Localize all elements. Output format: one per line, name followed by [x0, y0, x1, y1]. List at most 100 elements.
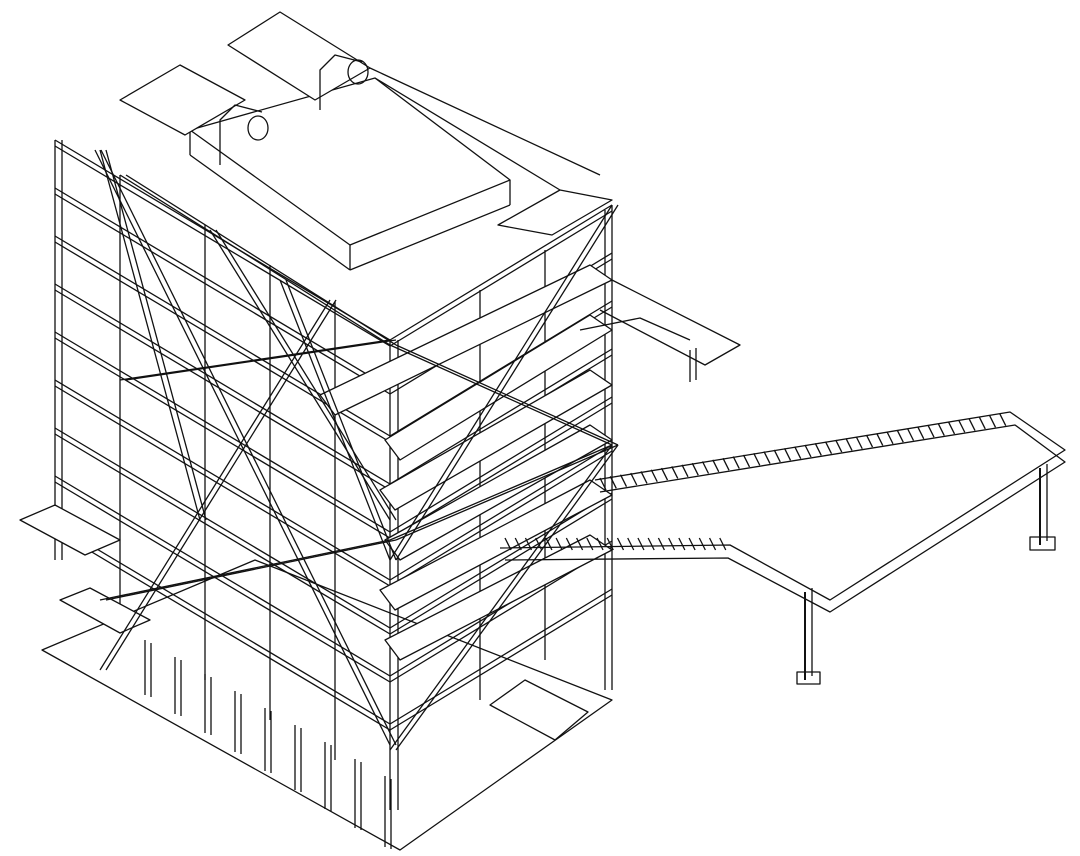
truss-web — [742, 454, 751, 468]
brace — [395, 444, 619, 751]
truss-web — [650, 469, 658, 483]
truss-web — [698, 537, 706, 551]
roof-rail — [374, 77, 561, 191]
truss-web — [794, 446, 802, 459]
ground-slab-outline — [41, 559, 613, 851]
exhaust-pipe-1 — [219, 104, 263, 165]
floor-beam-front — [54, 337, 391, 539]
roof-edge — [349, 204, 511, 271]
brace — [94, 149, 391, 746]
floor-beam-front — [54, 379, 391, 581]
brace — [389, 204, 613, 561]
floor-slab — [379, 479, 613, 611]
floor-beam-front — [54, 481, 391, 683]
truss-web — [845, 438, 853, 451]
brace — [99, 299, 331, 671]
floor-beam-front — [54, 193, 391, 395]
truss-web — [630, 472, 638, 486]
truss-web — [609, 476, 617, 489]
truss-web — [565, 537, 573, 551]
tower-frame — [19, 139, 613, 810]
floor-beam-side — [389, 498, 613, 635]
floor-beam-side — [389, 210, 613, 347]
floor-beam-front — [54, 145, 391, 347]
floor-beam-side — [389, 492, 613, 629]
brace — [279, 279, 391, 561]
truss-web — [657, 537, 665, 551]
truss-web — [514, 537, 522, 551]
truss-web — [586, 537, 594, 551]
truss-web — [660, 467, 669, 481]
truss-web — [681, 464, 689, 478]
pipe-opening — [247, 115, 269, 141]
truss-web — [978, 416, 986, 430]
brace — [389, 444, 613, 751]
floor-beam-front — [54, 427, 391, 629]
column-footing — [796, 671, 821, 685]
truss-web — [732, 456, 740, 469]
ground-pad — [489, 679, 589, 741]
truss-web — [947, 421, 956, 435]
truss-web — [917, 426, 925, 440]
roof-rail — [369, 67, 601, 176]
brace — [105, 539, 397, 601]
truss-web — [596, 537, 604, 551]
truss-web — [988, 415, 997, 428]
exhaust-pipe-2 — [319, 54, 363, 110]
truss-web — [835, 439, 843, 453]
brace — [99, 149, 201, 521]
lower-platform — [59, 587, 151, 634]
roof-box-right — [497, 189, 613, 236]
floor-beam-side — [389, 204, 613, 341]
floor-beam-side — [389, 450, 613, 587]
floor-beam-side — [389, 444, 613, 581]
brace — [395, 444, 619, 541]
floor-beam-front — [54, 289, 391, 491]
truss-web — [958, 419, 966, 433]
upper-conveyor-deck — [599, 279, 741, 366]
truss-web — [814, 443, 822, 456]
truss-web — [671, 466, 679, 479]
truss-web — [906, 428, 915, 441]
truss-web — [896, 429, 904, 443]
truss-web — [968, 418, 976, 431]
truss-web — [708, 537, 717, 551]
truss-web — [545, 537, 553, 551]
floor-beam-front — [54, 331, 391, 533]
floor-beam-side — [389, 588, 613, 725]
floor-beam-front — [54, 433, 391, 635]
truss-web — [855, 436, 863, 450]
floor-beam-front — [54, 523, 391, 725]
truss-web — [688, 537, 696, 551]
truss-web — [668, 537, 676, 551]
pipe-opening — [347, 59, 369, 85]
brace — [99, 539, 391, 601]
truss-web — [824, 441, 833, 454]
brace — [105, 149, 207, 521]
truss-web — [555, 537, 563, 551]
truss-web — [927, 424, 935, 438]
roof-units — [119, 11, 613, 271]
truss-web — [647, 537, 655, 551]
truss-web — [865, 434, 874, 448]
brace — [125, 339, 397, 381]
truss-web — [999, 413, 1007, 426]
truss-web — [606, 537, 614, 551]
bridge-outline-top — [499, 411, 1066, 601]
floor-slab — [384, 424, 613, 561]
bridge-outline-bottom — [504, 424, 1066, 613]
upper-conveyor-curve — [579, 317, 691, 341]
floor-beam-front — [54, 529, 391, 731]
truss-web — [599, 477, 607, 491]
upper-conveyor — [579, 279, 741, 382]
truss-web — [876, 433, 884, 446]
side-platform — [19, 504, 121, 556]
brace — [125, 174, 397, 346]
brace — [105, 299, 337, 671]
conveyor-bridge — [499, 411, 1066, 685]
brace — [100, 149, 397, 746]
truss-web — [712, 459, 720, 473]
truss-web — [886, 431, 894, 445]
truss-web — [576, 537, 584, 551]
column-footing — [1029, 536, 1056, 551]
